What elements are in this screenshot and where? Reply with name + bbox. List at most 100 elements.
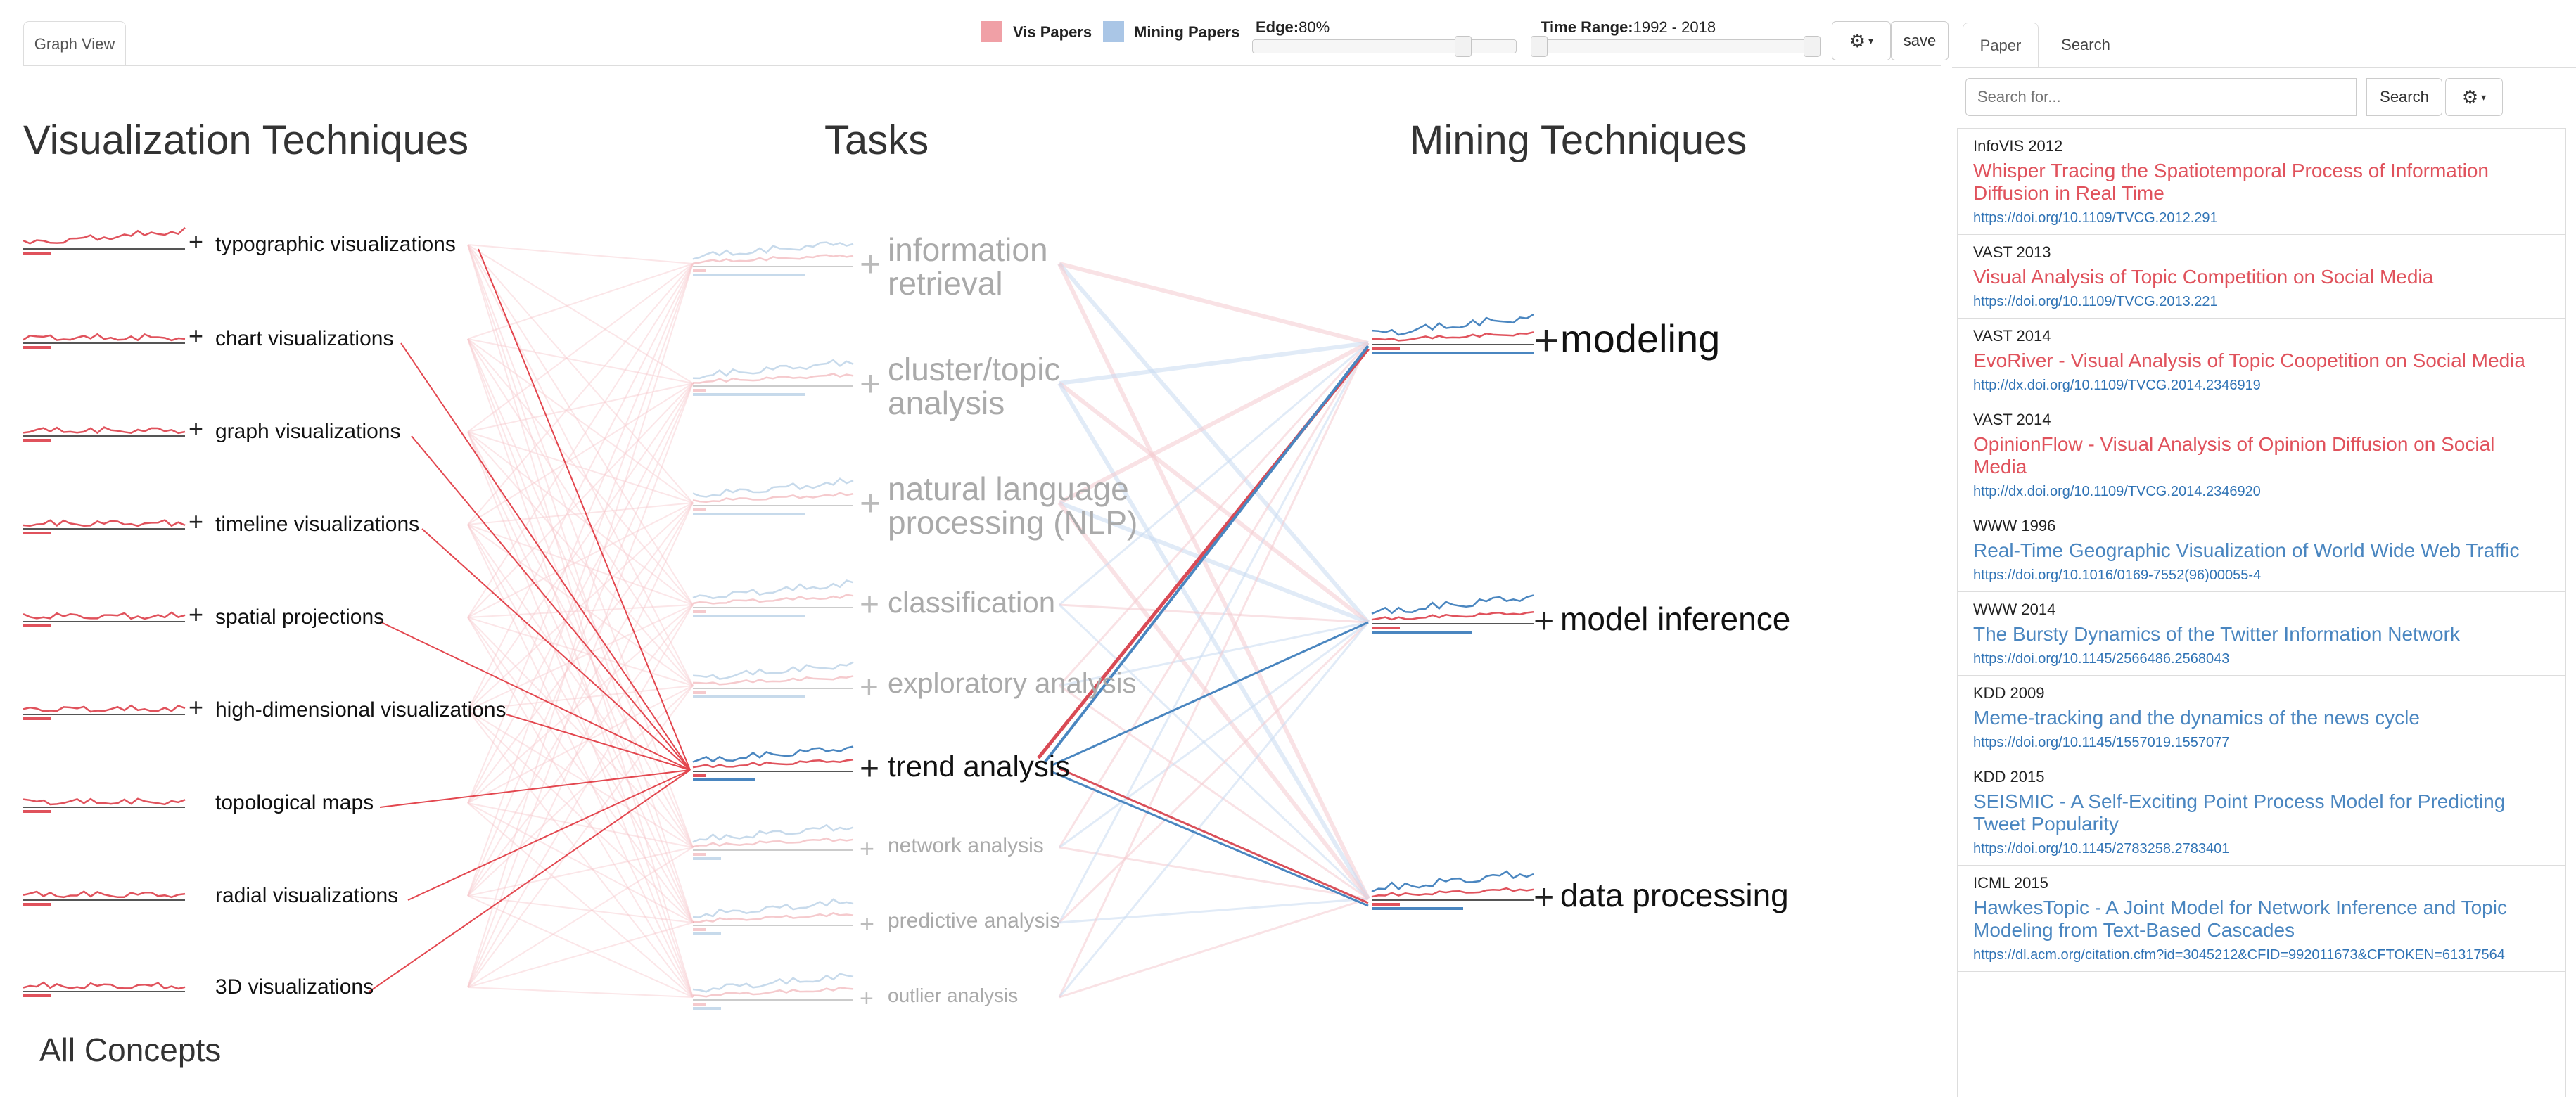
task-node-4[interactable]: classification [888,585,1056,619]
vis-node-5-expand-icon[interactable]: + [189,600,204,629]
paper-search-button[interactable]: Search [2366,78,2442,116]
paper-title[interactable]: EvoRiver - Visual Analysis of Topic Coop… [1973,349,2525,371]
task-node-2-expand-icon[interactable]: + [860,363,881,404]
task-node-1[interactable]: information retrieval [888,231,1048,302]
task-node-3[interactable]: natural language processing (NLP) [888,470,1138,541]
task-sparkline-2-series [692,373,854,384]
task-node-1-expand-icon[interactable]: + [860,243,881,285]
faint-edge [467,263,694,804]
tab-search[interactable]: Search [2061,36,2110,53]
faint-edge [467,338,694,605]
faint-edge [467,244,694,848]
faint-edge [467,617,694,923]
task-node-7-expand-icon[interactable]: + [860,833,875,863]
vis-node-2[interactable]: chart visualizations [215,327,394,350]
vis-node-3[interactable]: graph visualizations [215,420,401,443]
vis-node-6[interactable]: high-dimensional visualizations [215,698,506,721]
mining-node-2-expand-icon[interactable]: + [1534,601,1555,642]
paper-title[interactable]: Real-Time Geographic Visualization of Wo… [1973,539,2520,561]
vis-node-4-expand-icon[interactable]: + [189,507,204,536]
faint-edge [467,244,694,605]
paper-doi-link[interactable]: https://doi.org/10.1145/1557019.1557077 [1973,735,2230,750]
vis-papers-legend-label: Vis Papers [1013,23,1092,41]
gear-icon: ⚙ [2461,86,2479,108]
task-node-6[interactable]: trend analysis [888,749,1071,783]
save-button[interactable]: save [1891,21,1949,60]
vis-node-9[interactable]: 3D visualizations [215,975,374,999]
highlight-edge-processing-red [1059,767,1369,904]
time-range-control: Time Range:1992 - 2018 [1541,18,1716,37]
paper-doi-link[interactable]: https://doi.org/10.1016/0169-7552(96)000… [1973,567,2262,583]
faint-edge [467,604,694,618]
caret-down-icon: ▾ [1866,35,1874,46]
paper-title[interactable]: Visual Analysis of Topic Competition on … [1973,266,2434,288]
task-node-8-expand-icon[interactable]: + [860,909,875,938]
paper-doi-link[interactable]: https://doi.org/10.1145/2783258.2783401 [1973,841,2230,857]
time-range-slider-track[interactable] [1532,39,1821,53]
mining-node-3-expand-icon[interactable]: + [1534,877,1555,918]
vis-node-6-expand-icon[interactable]: + [189,693,204,721]
vis-node-5[interactable]: spatial projections [215,605,385,629]
tasks-title: Tasks [824,117,929,163]
task-node-5[interactable]: exploratory analysis [888,668,1137,699]
paper-title[interactable]: SEISMIC - A Self-Exciting Point Process … [1973,790,2506,835]
time-range-handle-end[interactable] [1804,36,1821,57]
mining-node-2[interactable]: model inference [1560,601,1791,638]
task-node-3-expand-icon[interactable]: + [860,482,881,524]
task-sparkline-8-mining-bar [693,932,721,935]
vis-node-1[interactable]: typographic visualizations [215,233,456,256]
task-node-2[interactable]: cluster/topic analysis [888,350,1061,421]
paper-doi-link[interactable]: https://dl.acm.org/citation.cfm?id=30452… [1973,947,2505,963]
settings-dropdown-button[interactable]: ⚙ ▾ [1832,21,1891,60]
faint-edge [467,431,694,998]
paper-doi-link[interactable]: https://doi.org/10.1109/TVCG.2013.221 [1973,294,2218,309]
mining-node-1[interactable]: modeling [1560,316,1721,361]
paper-doi-link[interactable]: http://dx.doi.org/10.1109/TVCG.2014.2346… [1973,484,2261,499]
vis-node-4[interactable]: timeline visualizations [215,513,420,536]
vis-node-1-expand-icon[interactable]: + [189,227,204,256]
edge-control: Edge:80% [1256,18,1330,37]
task-node-9-expand-icon[interactable]: + [860,984,874,1012]
paper-title[interactable]: OpinionFlow - Visual Analysis of Opinion… [1973,433,2495,477]
mining-node-3[interactable]: data processing [1560,877,1789,914]
panel-settings-dropdown[interactable]: ⚙ ▾ [2445,78,2503,116]
task-node-8[interactable]: predictive analysis [888,909,1061,932]
task-node-4-expand-icon[interactable]: + [860,586,880,624]
time-range-handle-start[interactable] [1531,36,1548,57]
tab-paper[interactable]: Paper [1963,23,2039,68]
edge-slider-handle[interactable] [1455,36,1472,57]
all-concepts-link[interactable]: All Concepts [39,1032,222,1068]
task-node-5-expand-icon[interactable]: + [860,668,879,705]
tab-graph-view[interactable]: Graph View [23,21,126,66]
paper-title[interactable]: Meme-tracking and the dynamics of the ne… [1973,707,2420,729]
task-node-9[interactable]: outlier analysis [888,984,1019,1007]
vis-node-7[interactable]: topological maps [215,791,374,814]
paper-title[interactable]: Whisper Tracing the Spatiotemporal Proce… [1973,160,2489,204]
paper-search-input[interactable] [1965,78,2357,116]
vis-sparkline-5-series [23,611,186,620]
task-node-6-expand-icon[interactable]: + [860,750,880,788]
highlight-edge-processing-blue [1052,771,1369,907]
mining-node-1-expand-icon[interactable]: + [1534,316,1560,366]
edge-slider-track[interactable] [1252,39,1517,53]
paper-title[interactable]: The Bursty Dynamics of the Twitter Infor… [1973,623,2460,645]
vis-node-8[interactable]: radial visualizations [215,884,399,907]
task-node-7[interactable]: network analysis [888,834,1044,857]
vis-node-3-expand-icon[interactable]: + [189,414,204,443]
faint-edge [467,338,694,923]
paper-doi-link[interactable]: https://doi.org/10.1145/2566486.2568043 [1973,651,2230,667]
paper-doi-link[interactable]: http://dx.doi.org/10.1109/TVCG.2014.2346… [1973,378,2261,393]
paper-title[interactable]: HawkesTopic - A Joint Model for Network … [1973,897,2507,941]
paper-doi-link[interactable]: https://doi.org/10.1109/TVCG.2012.291 [1973,210,2218,226]
vis-node-2-expand-icon[interactable]: + [189,321,204,350]
task-sparkline-7 [692,823,854,860]
